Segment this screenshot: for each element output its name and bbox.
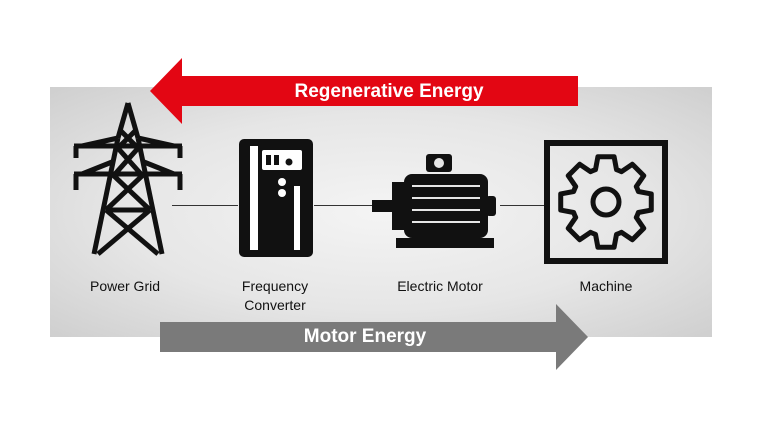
- connector-motor-machine: [500, 205, 544, 206]
- connector-grid-converter: [172, 205, 238, 206]
- frequency-converter-icon: [239, 139, 313, 257]
- regenerative-energy-label: Regenerative Energy: [294, 81, 484, 102]
- frequency-converter-label-line1: Frequency: [241, 278, 309, 294]
- electric-motor-label: Electric Motor: [370, 277, 510, 296]
- frequency-converter-label: Frequency Converter: [210, 277, 340, 315]
- regenerative-energy-arrow: [150, 58, 578, 124]
- connector-converter-motor: [314, 205, 374, 206]
- gear-icon: [544, 140, 668, 264]
- machine-label-line1: Machine: [579, 278, 633, 294]
- power-grid-label: Power Grid: [60, 277, 190, 296]
- electric-motor-label-line1: Electric Motor: [397, 278, 483, 294]
- electric-motor-icon: [372, 154, 496, 248]
- power-grid-label-line1: Power Grid: [89, 278, 161, 294]
- motor-energy-arrow: [160, 304, 588, 370]
- power-tower-icon: [73, 102, 183, 256]
- machine-label: Machine: [546, 277, 666, 296]
- frequency-converter-label-line2: Converter: [244, 297, 306, 313]
- motor-energy-label: Motor Energy: [303, 326, 427, 347]
